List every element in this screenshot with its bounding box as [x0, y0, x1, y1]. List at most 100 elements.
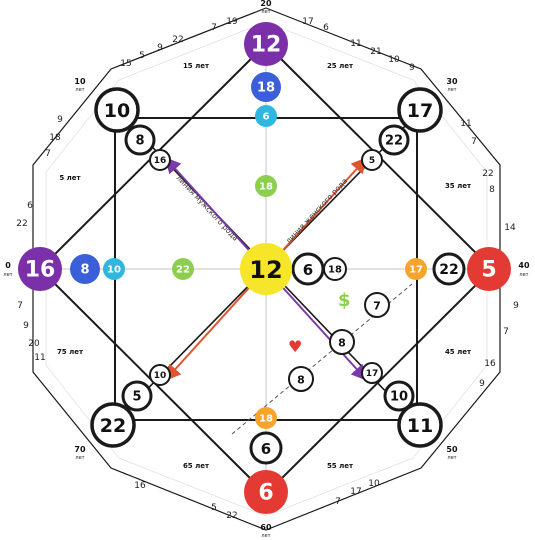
money-icon: $: [338, 290, 351, 311]
svg-text:12: 12: [251, 33, 282, 58]
svg-text:6: 6: [27, 201, 33, 211]
svg-text:7: 7: [373, 300, 381, 313]
svg-text:7: 7: [17, 301, 23, 311]
svg-text:7: 7: [211, 23, 217, 33]
age-bottom-sub: лет: [261, 533, 270, 539]
svg-text:22: 22: [100, 415, 126, 437]
svg-text:11: 11: [34, 353, 45, 363]
age-top: 20: [260, 0, 272, 8]
svg-text:6: 6: [323, 23, 329, 33]
svg-text:5: 5: [139, 51, 145, 61]
svg-text:10: 10: [104, 100, 130, 122]
node-corner-tl-inner: 8: [124, 124, 156, 156]
svg-text:5: 5: [211, 503, 217, 513]
svg-text:17: 17: [407, 100, 433, 122]
ring-mark-5: 5 лет: [59, 174, 81, 182]
svg-text:18: 18: [49, 133, 61, 143]
svg-text:22: 22: [16, 219, 27, 229]
node-corner-tl-outer: 10: [94, 87, 140, 133]
svg-text:22: 22: [226, 511, 237, 521]
svg-text:7: 7: [503, 327, 509, 337]
svg-text:6: 6: [263, 112, 270, 123]
age-left-sub: лет: [3, 272, 12, 278]
svg-text:5: 5: [369, 156, 375, 166]
age-left: 0: [5, 261, 11, 270]
svg-text:11: 11: [350, 39, 361, 49]
node-center-right-small: 18: [323, 257, 347, 281]
node-corner-br-inner: 10: [383, 380, 415, 412]
ring-mark-15: 15 лет: [183, 62, 210, 70]
svg-text:6: 6: [261, 440, 271, 458]
age-bl: 70: [74, 445, 86, 454]
ring-mark-45: 45 лет: [445, 348, 472, 356]
svg-text:16: 16: [484, 359, 496, 369]
svg-text:10: 10: [107, 265, 121, 276]
svg-text:8: 8: [338, 337, 346, 350]
svg-text:21: 21: [370, 47, 381, 57]
svg-text:Avito: Avito: [456, 503, 520, 528]
node-left-second: 8: [70, 254, 100, 284]
svg-text:18: 18: [259, 414, 273, 425]
node-left-third: 10: [103, 258, 125, 280]
ring-mark-25: 25 лет: [327, 62, 354, 70]
heart-icon: ♥: [288, 337, 302, 356]
node-top-third: 6: [255, 105, 277, 127]
node-corner-tr-outer: 17: [397, 87, 443, 133]
svg-text:19: 19: [226, 17, 238, 27]
svg-text:18: 18: [259, 182, 273, 193]
svg-text:10: 10: [368, 479, 380, 489]
node-corner-bl-small: 10: [149, 364, 171, 386]
node-right-third: 17: [405, 258, 427, 280]
age-br-sub: лет: [447, 455, 456, 461]
node-corner-bl-outer: 22: [90, 402, 136, 448]
node-top-second: 18: [251, 72, 281, 102]
age-tl-sub: лет: [75, 87, 84, 93]
svg-text:9: 9: [23, 321, 29, 331]
avito-watermark: Avito: [431, 502, 520, 528]
svg-text:9: 9: [479, 379, 485, 389]
svg-text:6: 6: [303, 261, 313, 279]
age-ring: [32, 7, 501, 531]
age-top-sub: лет: [261, 9, 270, 15]
svg-text:18: 18: [257, 81, 275, 96]
svg-text:7: 7: [335, 497, 341, 507]
node-upper-mid: 18: [255, 175, 277, 197]
node-corner-br-small: 17: [361, 362, 383, 384]
svg-text:22: 22: [172, 35, 183, 45]
svg-text:6: 6: [258, 481, 273, 506]
svg-text:22: 22: [176, 265, 190, 276]
age-br: 50: [446, 445, 458, 454]
svg-text:8: 8: [80, 263, 89, 278]
age-bl-sub: лет: [75, 455, 84, 461]
svg-text:7: 7: [471, 137, 477, 147]
ring-mark-55: 55 лет: [327, 462, 354, 470]
node-bottom-third: 18: [255, 407, 277, 429]
svg-text:11: 11: [460, 119, 471, 129]
male-line-label: линия мужского рода: [175, 173, 241, 242]
node-corner-tl-small: 16: [149, 149, 171, 171]
svg-text:16: 16: [154, 156, 167, 166]
age-tr-sub: лет: [447, 87, 456, 93]
ring-mark-65: 65 лет: [183, 462, 210, 470]
svg-text:17: 17: [366, 369, 379, 379]
svg-text:16: 16: [25, 258, 56, 283]
svg-text:9: 9: [57, 115, 63, 125]
age-tl: 10: [74, 77, 86, 86]
svg-text:10: 10: [390, 390, 408, 405]
age-tr: 30: [446, 77, 458, 86]
svg-text:22: 22: [385, 134, 403, 149]
svg-text:22: 22: [439, 262, 458, 278]
node-money: 7: [364, 292, 390, 318]
age-bottom: 60: [260, 523, 272, 532]
svg-text:7: 7: [45, 149, 51, 159]
svg-text:22: 22: [482, 169, 493, 179]
svg-text:10: 10: [154, 371, 167, 381]
node-bottom-second: 6: [249, 431, 283, 465]
node-center: 12: [240, 243, 292, 295]
svg-text:8: 8: [135, 134, 144, 149]
female-line-label: линия женского рода: [284, 176, 349, 245]
svg-text:5: 5: [132, 390, 141, 405]
node-corner-tr-small: 5: [361, 149, 383, 171]
node-right-second: 22: [432, 252, 466, 286]
